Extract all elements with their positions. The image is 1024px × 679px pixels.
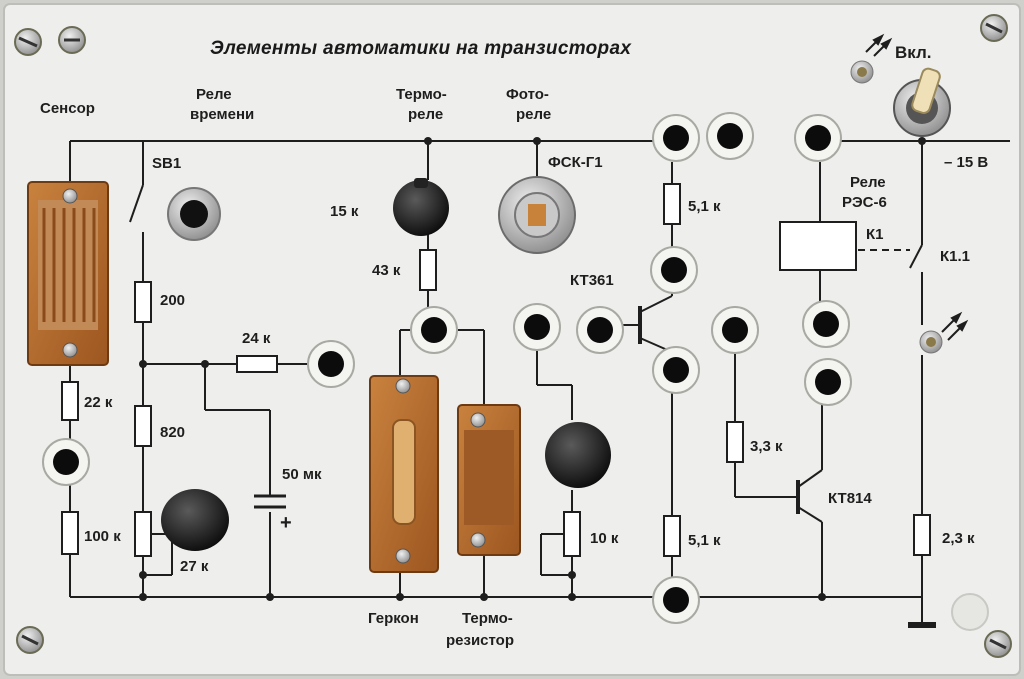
resistor-24k [236,355,278,373]
jack-socket-thermo[interactable] [410,306,458,354]
resistor-100k [61,511,79,555]
label-time-relay-2: времени [190,106,255,123]
led-indicator [850,60,874,84]
power-toggle-switch[interactable] [893,67,951,137]
schematic-wiring [69,140,1010,625]
label-thermo-relay-1: Термо- [396,86,447,103]
label-10k: 10 к [590,530,619,547]
label-thermistor-2: резистор [446,632,514,649]
label-minus15v: – 15 В [944,154,989,171]
label-27k: 27 к [180,558,209,575]
jack-socket-top-2[interactable] [706,112,754,160]
resistor-51k-bottom [663,515,681,557]
junction-dots [139,137,926,601]
resistor-43k [419,249,437,291]
label-power-on: Вкл. [895,43,932,62]
label-fsk: ФСК-Г1 [548,154,603,171]
led-indicator [919,330,943,354]
resistor-10k-pot [563,511,581,557]
label-thermo-relay-2: реле [408,106,444,123]
screw-icon [984,630,1012,658]
jack-socket-top-1[interactable] [652,114,700,162]
label-thermistor-1: Термо- [462,610,513,627]
label-sensor: Сенсор [40,100,95,117]
label-kt361: КТ361 [570,272,614,289]
reed-switch-pcb [369,375,439,573]
label-100k: 100 к [84,528,121,545]
label-photo-relay-1: Фото- [506,86,549,103]
screw-icon [58,26,86,54]
label-kt814: КТ814 [828,490,872,507]
label-photo-relay-2: реле [516,106,552,123]
label-24k: 24 к [242,330,271,347]
resistor-23k [913,514,931,556]
label-33k: 3,3 к [750,438,783,455]
resistor-22k [61,381,79,421]
relay-coil [779,221,857,271]
led-arrows-icon [865,33,893,57]
jack-socket-kt361-emitter[interactable] [652,346,700,394]
resistor-820 [134,405,152,447]
empty-socket [951,593,989,631]
label-k1: К1 [866,226,884,243]
panel-title: Элементы автоматики на транзисторах [210,38,632,59]
photoresistor [498,176,576,254]
label-200: 200 [160,292,186,309]
jack-socket-kt814-collector[interactable] [804,358,852,406]
label-43k: 43 к [372,262,401,279]
resistor-200 [134,281,152,323]
jack-socket-kt361-base[interactable] [576,306,624,354]
label-15k: 15 к [330,203,359,220]
led-arrows-icon [941,311,969,341]
screw-icon [14,28,42,56]
jack-socket-24k[interactable] [307,340,355,388]
label-k11: К1.1 [940,248,971,265]
label-50mk: 50 мк [282,466,322,483]
label-51k-bottom: 5,1 к [688,532,721,549]
label-23k: 2,3 к [942,530,975,547]
jack-socket-kt814-input[interactable] [711,306,759,354]
knob-10k[interactable] [545,422,611,488]
screw-icon [980,14,1008,42]
thermistor-pcb [457,404,521,556]
label-gerkon: Геркон [368,610,419,627]
ground-symbol [908,622,936,628]
jack-socket-bottom[interactable] [652,576,700,624]
jack-socket-relay-top[interactable] [794,114,842,162]
label-relay-1: Реле [850,174,886,191]
resistor-33k [726,421,744,463]
jack-socket-relay-coil[interactable] [802,300,850,348]
label-time-relay-1: Реле [196,86,232,103]
label-820: 820 [160,424,186,441]
jack-socket-sensor[interactable] [42,438,90,486]
jack-socket-photo[interactable] [513,303,561,351]
label-22k: 22 к [84,394,113,411]
knob-27k[interactable] [161,489,229,551]
label-cap-plus: + [280,512,292,534]
resistor-27k-pot [134,511,152,557]
sb1-push-button[interactable] [167,187,221,241]
label-sb1: SB1 [152,155,182,172]
resistor-51k-top [663,183,681,225]
label-51k-top: 5,1 к [688,198,721,215]
screw-icon [16,626,44,654]
jack-socket-kt361-collector[interactable] [650,246,698,294]
label-relay-2: РЭС-6 [842,194,887,211]
knob-15k[interactable] [393,178,449,236]
sensor-pcb [27,181,109,366]
